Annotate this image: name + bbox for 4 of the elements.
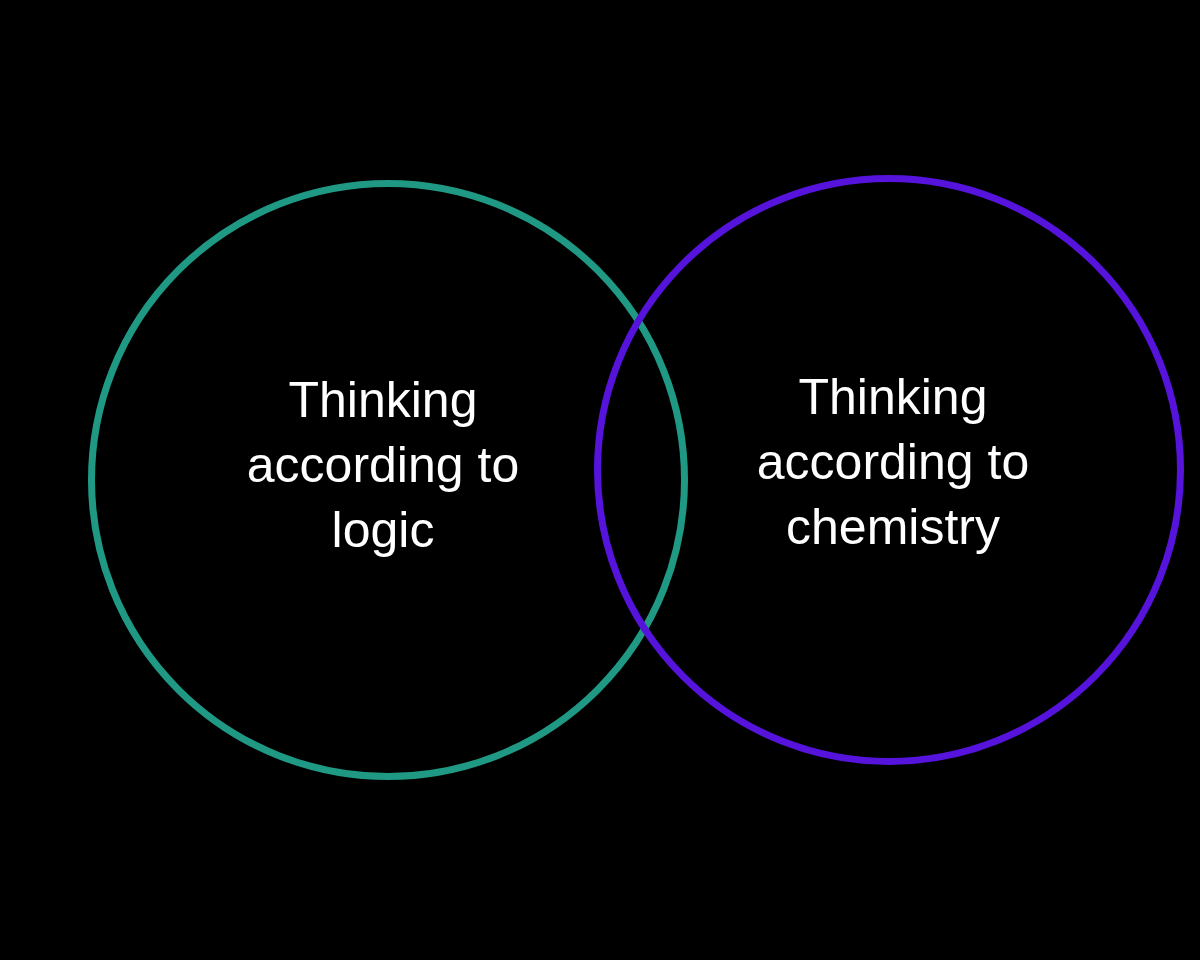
circle-label: Thinking according to chemistry bbox=[755, 367, 1031, 557]
circle-label: Thinking according to logic bbox=[245, 370, 521, 560]
venn-circle bbox=[594, 175, 1184, 765]
venn-circle bbox=[88, 180, 688, 780]
